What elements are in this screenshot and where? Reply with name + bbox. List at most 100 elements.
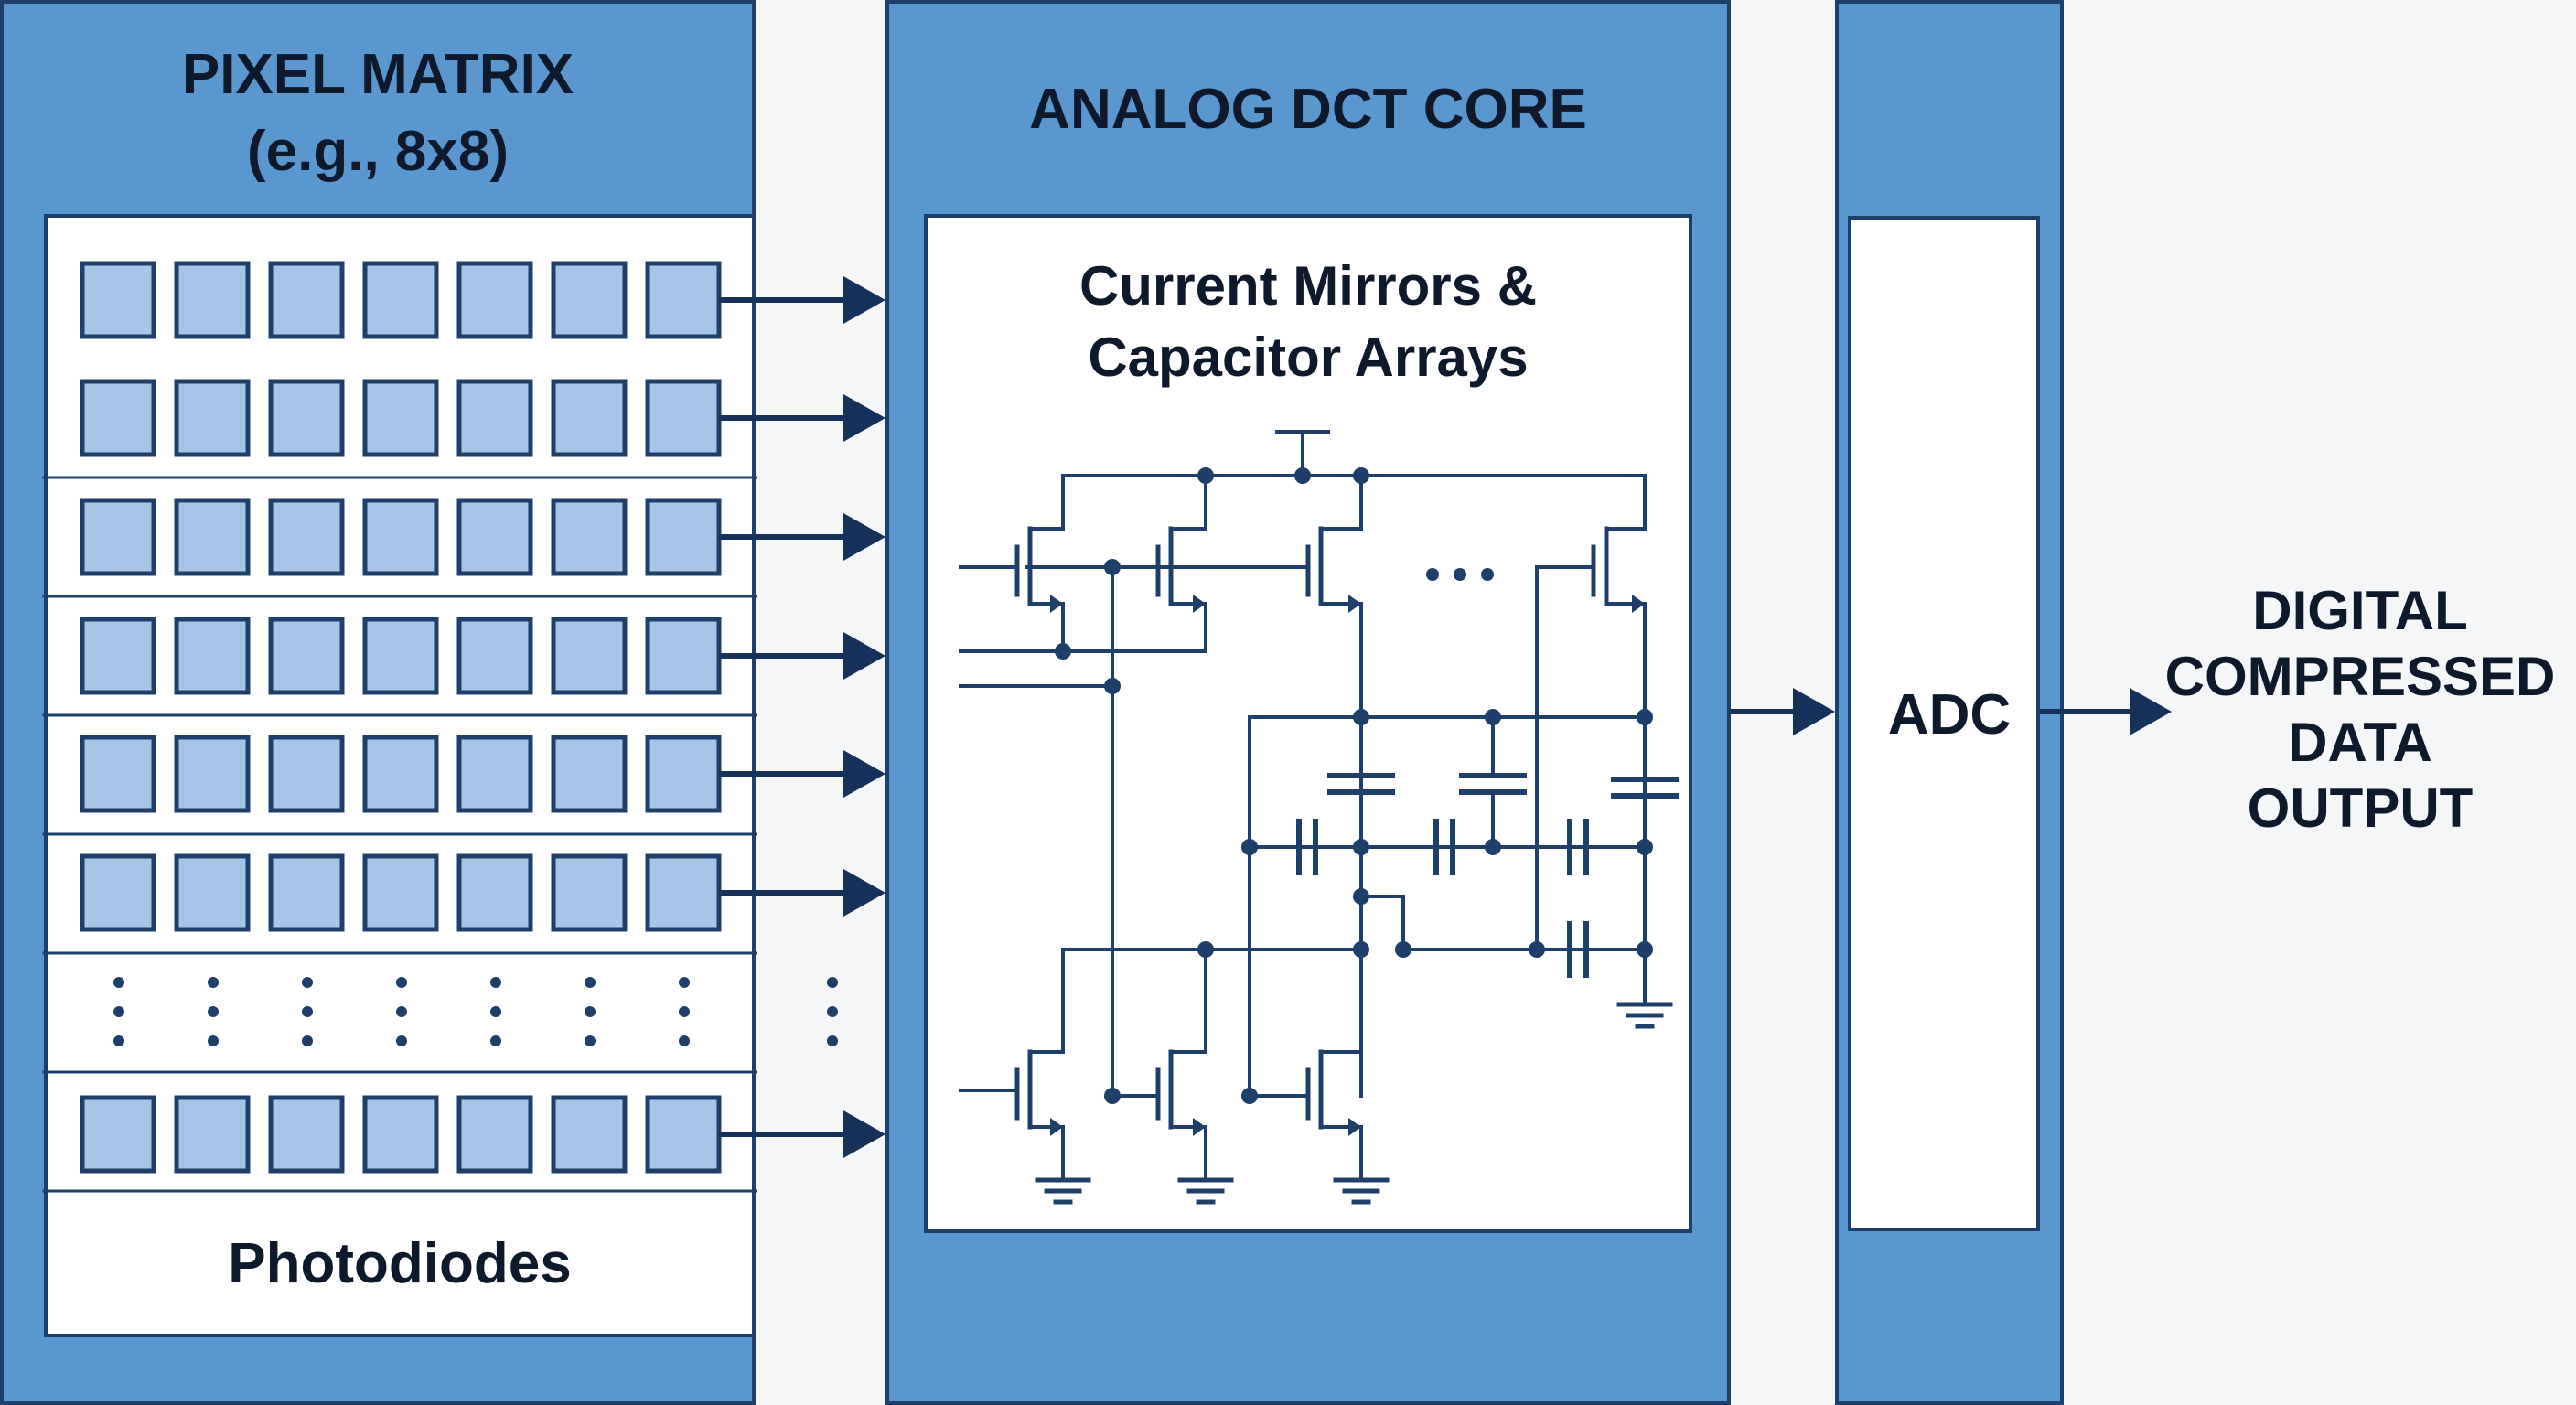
pixel-matrix-title: PIXEL MATRIX: [181, 43, 574, 106]
digital-output-label: DIGITAL COMPRESSED DATA OUTPUT: [2141, 578, 2576, 842]
pixel-cell: [268, 379, 345, 457]
pixel-cell: [645, 498, 722, 576]
pixel-cell: [80, 498, 156, 576]
mosfet-bot-3-arrowhead: [1348, 1118, 1361, 1136]
pixel-cell: [80, 853, 156, 932]
ellipsis-dot: [302, 1035, 313, 1046]
junction-dot: [1241, 1088, 1258, 1104]
mosfet-top-4-arrowhead: [1632, 595, 1645, 613]
ellipsis-dot: [302, 1006, 313, 1017]
pixel-cell: [362, 261, 439, 339]
row-arrow-2-head: [843, 513, 886, 561]
ellipsis-dot: [490, 1035, 501, 1046]
pixel-cell: [80, 261, 156, 339]
ellipsis-dot: [113, 977, 124, 988]
row-arrow-1-head: [843, 394, 886, 442]
pixel-cell: [551, 1095, 628, 1174]
ellipsis-dot: [1454, 568, 1466, 581]
pixel-cell: [645, 617, 722, 695]
pixel-cell: [174, 735, 251, 813]
pixel-cell: [268, 261, 345, 339]
pixel-cell: [456, 379, 533, 457]
pixel-cell: [645, 735, 722, 813]
adc-label: ADC: [1887, 683, 2012, 746]
ellipsis-dot: [585, 1006, 596, 1017]
pixel-cell: [456, 261, 533, 339]
junction-dot: [1104, 1088, 1121, 1104]
dct-core-subtitle-line1: Current Mirrors &: [1079, 255, 1538, 316]
ellipsis-dot: [208, 1006, 219, 1017]
ellipsis-dot: [490, 977, 501, 988]
mosfet-top-1-arrowhead: [1050, 595, 1063, 613]
ellipsis-dot: [208, 977, 219, 988]
pixel-cell: [268, 617, 345, 695]
ellipsis-dot: [827, 977, 838, 988]
row-arrow-4-head: [843, 750, 886, 798]
ellipsis-dot: [113, 1006, 124, 1017]
pixel-cell: [551, 261, 628, 339]
ellipsis-dot: [396, 1035, 407, 1046]
pixel-cell: [174, 498, 251, 576]
ellipsis-dot: [302, 977, 313, 988]
pixel-cell: [456, 1095, 533, 1174]
pixel-cell: [645, 1095, 722, 1174]
adc-to-output-arrow-head: [2130, 688, 2172, 735]
ellipsis-dot: [396, 977, 407, 988]
pixel-cell: [174, 617, 251, 695]
junction-dot: [1294, 467, 1311, 484]
pixel-cell: [362, 853, 439, 932]
junction-dot: [1353, 941, 1369, 958]
ellipsis-dot: [827, 1006, 838, 1017]
pixel-cell: [551, 735, 628, 813]
pixel-cell: [551, 853, 628, 932]
ellipsis-dot: [679, 977, 690, 988]
pixel-cell: [362, 379, 439, 457]
mosfet-bot-2-arrowhead: [1193, 1118, 1206, 1136]
ellipsis-dot: [827, 1035, 838, 1046]
pixel-cell: [174, 379, 251, 457]
pixel-cell: [551, 379, 628, 457]
pixel-cell: [80, 1095, 156, 1174]
ellipsis-dot: [679, 1006, 690, 1017]
junction-dot: [1637, 839, 1653, 855]
pixel-cell: [80, 379, 156, 457]
pixel-cell: [456, 735, 533, 813]
output-line: DIGITAL: [2252, 580, 2468, 641]
pixel-matrix-subtitle: (e.g., 8x8): [247, 120, 509, 183]
output-line: DATA: [2288, 712, 2432, 773]
junction-dot: [1485, 839, 1501, 855]
ellipsis-dot: [1481, 568, 1494, 581]
ellipsis-dot: [396, 1006, 407, 1017]
pixel-cell: [268, 498, 345, 576]
pixel-cell: [456, 498, 533, 576]
junction-dot: [1529, 941, 1545, 958]
ellipsis-dot: [679, 1035, 690, 1046]
pixel-cell: [268, 1095, 345, 1174]
pixel-cell: [645, 379, 722, 457]
row-arrow-0-head: [843, 276, 886, 324]
junction-dot: [1241, 839, 1258, 855]
pixel-cell: [80, 735, 156, 813]
row-arrow-5-head: [843, 869, 886, 917]
pixel-cell: [268, 735, 345, 813]
pixel-cell: [174, 261, 251, 339]
pixel-cell: [174, 853, 251, 932]
photodiodes-label: Photodiodes: [228, 1232, 572, 1295]
ellipsis-dot: [208, 1035, 219, 1046]
circuit-area: [924, 214, 1692, 1233]
ellipsis-dot: [585, 1035, 596, 1046]
dct-to-adc-arrow-head: [1793, 688, 1835, 735]
pixel-cell: [456, 853, 533, 932]
dct-core-title: ANALOG DCT CORE: [1029, 78, 1587, 141]
pixel-cell: [80, 617, 156, 695]
pixel-cell: [174, 1095, 251, 1174]
pixel-cell: [551, 498, 628, 576]
pixel-cell: [268, 853, 345, 932]
mosfet-top-2-arrowhead: [1193, 595, 1206, 613]
pixel-cell: [645, 261, 722, 339]
pixel-cell: [551, 617, 628, 695]
row-arrow-3-head: [843, 632, 886, 680]
output-line: OUTPUT: [2247, 778, 2474, 839]
dct-core-subtitle-line2: Capacitor Arrays: [1088, 327, 1529, 388]
mosfet-top-3-arrowhead: [1348, 595, 1361, 613]
